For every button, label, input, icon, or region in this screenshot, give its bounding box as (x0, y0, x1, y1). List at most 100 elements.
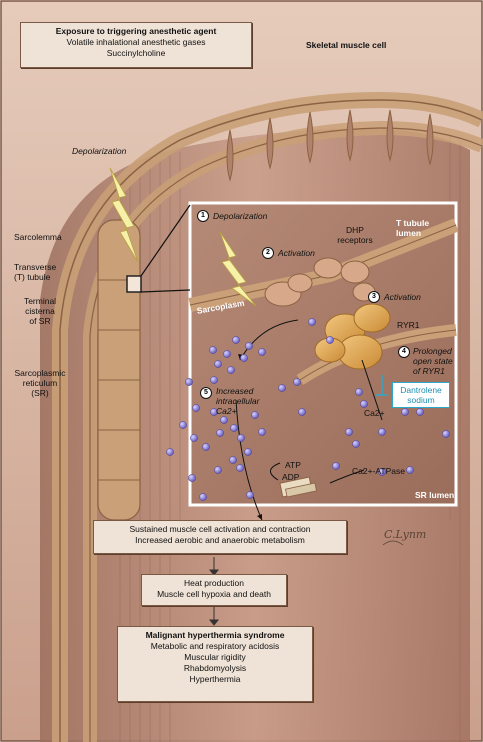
sr-arch-outline (59, 99, 483, 742)
mh-line-1: Metabolic and respiratory acidosis (150, 641, 280, 651)
calcium-ion (220, 416, 228, 424)
calcium-ion (251, 411, 259, 419)
sarcolemma-label: Sarcolemma (14, 232, 62, 242)
calcium-ion (406, 466, 414, 474)
calcium-ion (278, 384, 286, 392)
calcium-ion (240, 354, 248, 362)
activation-box: Sustained muscle cell activation and con… (93, 520, 347, 554)
step3-text: Activation (384, 292, 421, 302)
calcium-ion (245, 342, 253, 350)
calcium-ion (214, 360, 222, 368)
mh-line-3: Rhabdomyolysis (183, 663, 247, 673)
transverse-label: Transverse (T) tubule (14, 262, 57, 282)
inset-connector-bottom (140, 289, 191, 293)
heat-line-1: Heat production (183, 578, 244, 588)
heat-line-2: Muscle cell hypoxia and death (157, 589, 271, 599)
trigger-box: Exposure to triggering anesthetic agent … (20, 22, 252, 68)
calcium-ion (246, 491, 254, 499)
dantrolene-inhibitor-line (376, 375, 388, 396)
calcium-ion (298, 408, 306, 416)
calcium-ion (244, 448, 252, 456)
calcium-ion (179, 421, 187, 429)
depolarization-label: Depolarization (72, 146, 127, 156)
ryr1-complex (314, 303, 391, 370)
atpase-label: Ca2+-ATPase (352, 466, 405, 476)
adp-label: ADP (282, 472, 300, 482)
inset-connector-top (140, 204, 191, 277)
calcium-ion (229, 456, 237, 464)
activation-line-1: Sustained muscle cell activation and con… (129, 524, 311, 534)
calcium-ion (214, 466, 222, 474)
calcium-ion (190, 434, 198, 442)
calcium-ion (188, 474, 196, 482)
calcium-ion (416, 408, 424, 416)
calcium-ion (209, 346, 217, 354)
calcium-ion (326, 336, 334, 344)
flow-arrows (208, 557, 220, 626)
lightning-inset (219, 231, 257, 307)
trigger-line-1: Volatile inhalational anesthetic gases (66, 37, 206, 47)
calcium-ion (258, 428, 266, 436)
calcium-ion (401, 408, 409, 416)
terminal-label: Terminal cisterna of SR (23, 296, 57, 326)
mh-syndrome-box: Malignant hyperthermia syndrome Metaboli… (117, 626, 313, 702)
skeletal-cell-label: Skeletal muscle cell (306, 40, 387, 50)
trigger-title: Exposure to triggering anesthetic agent (55, 26, 217, 36)
calcium-ion (378, 428, 386, 436)
sarcoplasmic-label: Sarcoplasmic reticulum (SR) (14, 368, 66, 398)
step5-text: Increased intracellular Ca2+ (216, 386, 260, 416)
calcium-ions (166, 318, 450, 501)
step4-number: 4 (398, 346, 410, 358)
activation-line-2: Increased aerobic and anaerobic metaboli… (135, 535, 305, 545)
atp-label: ATP (285, 460, 301, 470)
calcium-ion (308, 318, 316, 326)
calcium-ion (378, 468, 386, 476)
calcium-ion (223, 350, 231, 358)
step3-number: 3 (368, 291, 380, 303)
ca-label: Ca2+ (364, 408, 385, 418)
calcium-ion (442, 430, 450, 438)
calcium-ion (185, 378, 193, 386)
mh-title: Malignant hyperthermia syndrome (145, 630, 285, 640)
step1-text: Depolarization (213, 211, 268, 221)
calcium-ion (210, 376, 218, 384)
step2-number: 2 (262, 247, 274, 259)
calcium-ion (355, 388, 363, 396)
calcium-ion (360, 400, 368, 408)
calcium-ion (227, 366, 235, 374)
calcium-ion (192, 404, 200, 412)
step5-number: 5 (200, 387, 212, 399)
trigger-line-2: Succinylcholine (106, 48, 166, 58)
calcium-ion (199, 493, 207, 501)
sr-left-column (97, 219, 141, 521)
ryr1-label: RYR1 (397, 320, 420, 330)
lightning-main (109, 167, 139, 263)
calcium-ion (352, 440, 360, 448)
signature: C.Lynm (384, 528, 427, 541)
calcium-ion (232, 336, 240, 344)
t-tubule-highlight (126, 275, 142, 293)
calcium-ion (166, 448, 174, 456)
calcium-ion (210, 408, 218, 416)
dhp-label: DHP receptors (337, 225, 373, 245)
calcium-ion (236, 464, 244, 472)
calcium-ion (345, 428, 353, 436)
calcium-ion (202, 443, 210, 451)
step2-text: Activation (278, 248, 315, 258)
heat-box: Heat production Muscle cell hypoxia and … (141, 574, 287, 606)
step1-number: 1 (197, 210, 209, 222)
calcium-ion (293, 378, 301, 386)
signature-flourish (382, 540, 404, 546)
sr-lumen-label: SR lumen (415, 490, 455, 500)
step4-text: Prolonged open state of RYR1 (413, 346, 453, 376)
calcium-ion (258, 348, 266, 356)
ca-atpase-pump (279, 476, 317, 498)
calcium-ion (237, 434, 245, 442)
mh-line-4: Hyperthermia (189, 674, 241, 684)
arrows (235, 319, 383, 521)
calcium-ion (332, 462, 340, 470)
calcium-ion (230, 424, 238, 432)
dantrolene-label: Dantrolene sodium (392, 382, 450, 408)
mh-line-2: Muscular rigidity (184, 652, 246, 662)
